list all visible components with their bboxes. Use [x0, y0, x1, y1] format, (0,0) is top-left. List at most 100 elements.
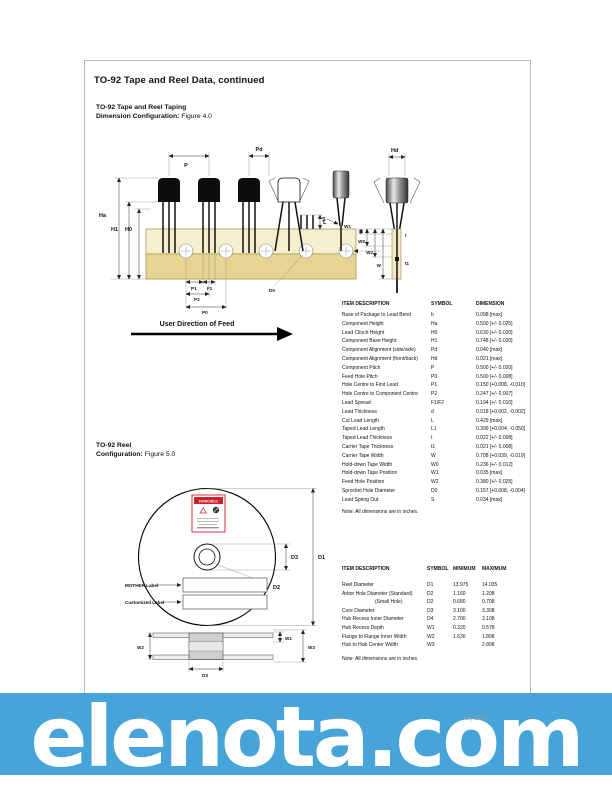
- table-cell: 0.380 [+/- 0.025]: [476, 479, 513, 486]
- table-cell: D1: [427, 582, 434, 588]
- reel-label-sticker: FAIRCHILD: [191, 494, 226, 533]
- table-cell: 0.320: [453, 624, 466, 631]
- table-cell: D2: [427, 590, 434, 597]
- table-cell: 0.500 [+/- 0.008]: [476, 373, 513, 380]
- figure4-heading-line2: Dimension Configuration: Figure 4.0: [96, 112, 212, 120]
- figure4-heading: TO-92 Tape and Reel Taping Dimension Con…: [96, 104, 212, 122]
- table-cell: W0: [431, 461, 439, 468]
- to92-side-view: S: [322, 170, 350, 251]
- table-cell: Component Pitch: [342, 364, 381, 371]
- figure4-heading-line1: TO-92 Tape and Reel Taping: [96, 104, 187, 111]
- table-cell: Hold-down Tape Width: [342, 461, 393, 468]
- dim-heights: Ha H1 H0: [99, 177, 158, 280]
- dim-label: W2: [137, 645, 144, 650]
- table-cell: Taped Lead Length: [342, 426, 385, 433]
- table-cell: Hole Centre to Component Centre: [342, 391, 418, 398]
- dim-label: S: [322, 217, 326, 223]
- table-cell: 0.500 [+/- 0.025]: [476, 320, 513, 327]
- table-cell: 0.021 [max]: [476, 355, 503, 362]
- customized-label-text: Customized Label: [125, 600, 164, 605]
- table-cell: Feed Hole Pitch: [342, 373, 378, 380]
- mother-label-box: MOTHER Label: [125, 577, 268, 593]
- table-cell: Hub Recess Inner Diameter: [342, 616, 404, 623]
- page-title: TO-92 Tape and Reel Data, continued: [94, 75, 265, 86]
- table-cell: d: [431, 408, 434, 415]
- table-row: Component Pitch P 0.500 [+/- 0.020]: [342, 365, 532, 374]
- table-cell: 0.236 [+/- 0.012]: [476, 461, 513, 468]
- table-cell: 1.898: [482, 633, 495, 640]
- table-cell: Cut Lead Length: [342, 417, 379, 424]
- table-cell: W2: [431, 479, 439, 486]
- table-cell: D2: [427, 599, 434, 606]
- table-cell: Component Base Height: [342, 338, 397, 345]
- dim-label: D3: [202, 673, 208, 678]
- table-cell: P2: [431, 391, 438, 398]
- table-cell: 0.630 [+/- 0.020]: [476, 329, 513, 336]
- dim-label: H0: [125, 227, 132, 233]
- table-cell: Core Diameter: [342, 607, 375, 614]
- table-cell: 0.708: [482, 599, 495, 606]
- table-cell: Hole Centre to First Lead: [342, 382, 398, 389]
- carrier-tape: [145, 228, 357, 280]
- dim-label: F1: [207, 286, 213, 291]
- dim-label: P0: [202, 310, 208, 315]
- table-cell: Reel Diameter: [342, 582, 374, 588]
- table-cell: 0.500 [+/- 0.020]: [476, 364, 513, 371]
- feed-holes: [178, 243, 354, 259]
- dim-label: Ha: [99, 213, 107, 219]
- table-header-cell: ITEM DESCRIPTION: [342, 566, 390, 572]
- to92-component-splayed: [268, 177, 310, 252]
- table-cell: 3.308: [482, 607, 495, 614]
- table-header-cell: SYMBOL: [431, 301, 453, 307]
- table-cell: 3.100: [453, 607, 466, 614]
- figure4-diagram: L P Pd Ha H1 H0: [99, 147, 421, 341]
- feed-direction-text: User Direction of Feed: [160, 321, 235, 328]
- table-cell: Carrier Tape Width: [342, 452, 384, 459]
- table-cell: D4: [427, 616, 434, 623]
- table-cell: F1/F2: [431, 399, 445, 406]
- dim-label: L: [323, 220, 327, 226]
- dim-label: W2: [366, 250, 373, 255]
- table-header-cell: ITEM DESCRIPTION: [342, 301, 390, 307]
- table-cell: 0.022 [+/- 0.008]: [476, 435, 513, 442]
- table-cell: 0.429 [max]: [476, 417, 503, 424]
- table-cell: Base of Package to Lead Bend: [342, 312, 411, 318]
- table-cell: Flange to Flange Inner Width: [342, 633, 407, 640]
- table-cell: 13.975: [453, 582, 469, 588]
- table-cell: Ha: [431, 320, 438, 327]
- table-cell: P0: [431, 373, 438, 380]
- table-cell: b: [431, 312, 434, 318]
- page: TO-92 Tape and Reel Data, continued TO-9…: [84, 60, 531, 712]
- table-cell: P: [431, 364, 435, 371]
- table-cell: D0: [431, 487, 438, 494]
- table-cell: 0.034 [max]: [476, 496, 503, 503]
- watermark-banner: elenota.com: [0, 693, 612, 779]
- table-cell: 1.208: [482, 590, 495, 597]
- table-cell: 2.898: [482, 642, 495, 649]
- dim-label: H1: [111, 227, 118, 233]
- table-row: Feed Hole Pitch P0 0.500 [+/- 0.008]: [342, 374, 532, 383]
- figure5-heading-line1: TO-92 Reel: [96, 442, 132, 449]
- dim-label: P1: [191, 286, 197, 291]
- dim-pitches: P1 F1 P2 P0 D0: [185, 254, 304, 315]
- table-cell: 0.578: [482, 624, 495, 631]
- table-cell: Component Alignment (side/side): [342, 347, 416, 354]
- table-cell: 0.680: [453, 599, 466, 606]
- dim-label: D2: [273, 585, 280, 591]
- date-text: July 2000: [462, 716, 488, 722]
- fairchild-logo-text: FAIRCHILD: [199, 499, 218, 503]
- table-cell: 0.040 [max]: [476, 347, 503, 354]
- table-cell: Component Height: [342, 320, 384, 327]
- table-cell: 14.035: [482, 582, 498, 588]
- table-cell: t: [431, 435, 433, 442]
